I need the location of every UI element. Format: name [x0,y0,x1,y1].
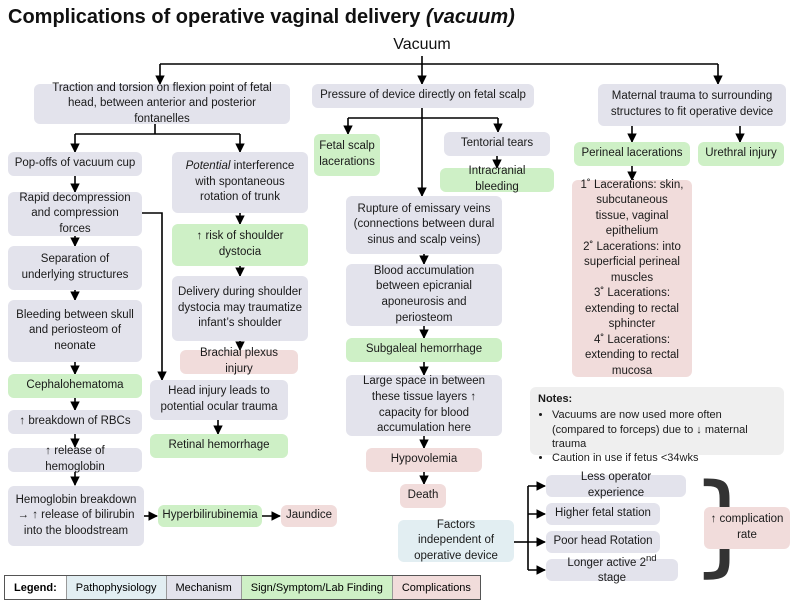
head-injury-node: Head injury leads to potential ocular tr… [150,380,288,420]
hyperbilirubinemia-node: Hyperbilirubinemia [158,505,262,527]
subgaleal-hemorrhage-node: Subgaleal hemorrhage [346,338,502,362]
laceration-degree-1: 1˚ Lacerations: skin, subcutaneous tissu… [580,178,684,238]
note-item: Caution in use if fetus <34wks [552,451,776,465]
factors-independent-node: Factors independent of operative device [398,519,514,562]
poor-rotation-node: Poor head Rotation [546,531,660,553]
brachial-plexus-node: Brachial plexus injury [180,347,298,375]
rapid-decompression-node: Rapid decompression and compression forc… [8,192,142,236]
potential-interference-node: Potential interference with spontaneous … [172,152,308,213]
tentorial-tears-node: Tentorial tears [444,132,550,156]
potential-rest: interference with spontaneous rotation o… [195,160,295,204]
cephalohematoma-node: Cephalohematoma [8,374,142,398]
laceration-degrees-node: 1˚ Lacerations: skin, subcutaneous tissu… [572,178,692,377]
hemoglobin-release-node: ↑ release of hemoglobin [8,445,142,473]
delivery-shoulder-node: Delivery during shoulder dystocia may tr… [172,276,308,341]
notes-box: Notes: Vacuums are now used more often (… [530,387,784,464]
retinal-hemorrhage-node: Retinal hemorrhage [150,434,288,458]
pressure-node: Pressure of device directly on fetal sca… [312,84,534,108]
death-node: Death [400,484,446,508]
jaundice-node: Jaundice [281,505,337,527]
separation-node: Separation of underlying structures [8,246,142,290]
note-item: Vacuums are now used more often (compare… [552,408,776,451]
shoulder-dystocia-risk-node: ↑ risk of shoulder dystocia [172,224,308,266]
rbc-breakdown-node: ↑ breakdown of RBCs [8,410,142,434]
rupture-emissary-node: Rupture of emissary veins (connections b… [346,196,502,254]
large-space-node: Large space in between these tissue laye… [346,375,502,436]
legend: Legend: Pathophysiology Mechanism Sign/S… [4,575,481,600]
hemoglobin-breakdown-node: Hemoglobin breakdown → ↑ release of bili… [8,486,144,546]
traction-node: Traction and torsion on flexion point of… [34,82,290,125]
potential-em: Potential [185,160,231,173]
scalp-lacerations-node: Fetal scalp lacerations [314,134,380,176]
hypovolemia-node: Hypovolemia [366,448,482,472]
perineal-lacerations-node: Perineal lacerations [574,142,690,166]
title-paren: (vacuum) [425,6,515,28]
page-title: Complications of operative vaginal deliv… [8,6,515,29]
maternal-trauma-node: Maternal trauma to surrounding structure… [598,84,786,126]
laceration-degree-4: 4˚ Lacerations: extending to rectal muco… [585,333,679,377]
legend-sign: Sign/Symptom/Lab Finding [241,576,393,599]
longer-stage-node: Longer active 2nd stage [546,553,678,585]
blood-accumulation-node: Blood accumulation between epicranial ap… [346,264,502,326]
longer-stage-text: Longer active 2 [567,556,646,569]
longer-stage-sup: nd [645,553,657,565]
pop-offs-node: Pop-offs of vacuum cup [8,152,142,176]
legend-pathophysiology: Pathophysiology [66,576,167,599]
notes-list: Vacuums are now used more often (compare… [538,408,776,465]
legend-mechanism: Mechanism [166,576,242,599]
complication-rate-node: ↑ complication rate [704,507,790,549]
urethral-injury-node: Urethral injury [698,142,784,166]
laceration-degree-3: 3˚ Lacerations: extending to rectal sphi… [585,287,679,331]
longer-stage-text-end: stage [597,572,627,585]
legend-complications: Complications [392,576,480,599]
less-experience-node: Less operator experience [546,471,686,499]
higher-station-node: Higher fetal station [546,503,660,525]
legend-label: Legend: [5,576,67,599]
bleeding-node: Bleeding between skull and periosteom of… [8,300,142,362]
laceration-degree-2: 2˚ Lacerations: into superficial perinea… [583,240,681,284]
root-node-vacuum: Vacuum [393,36,451,53]
title-main: Complications of operative vaginal deliv… [8,6,426,28]
notes-title: Notes: [538,393,573,405]
intracranial-bleeding-node: Intracranial bleeding [440,165,554,193]
